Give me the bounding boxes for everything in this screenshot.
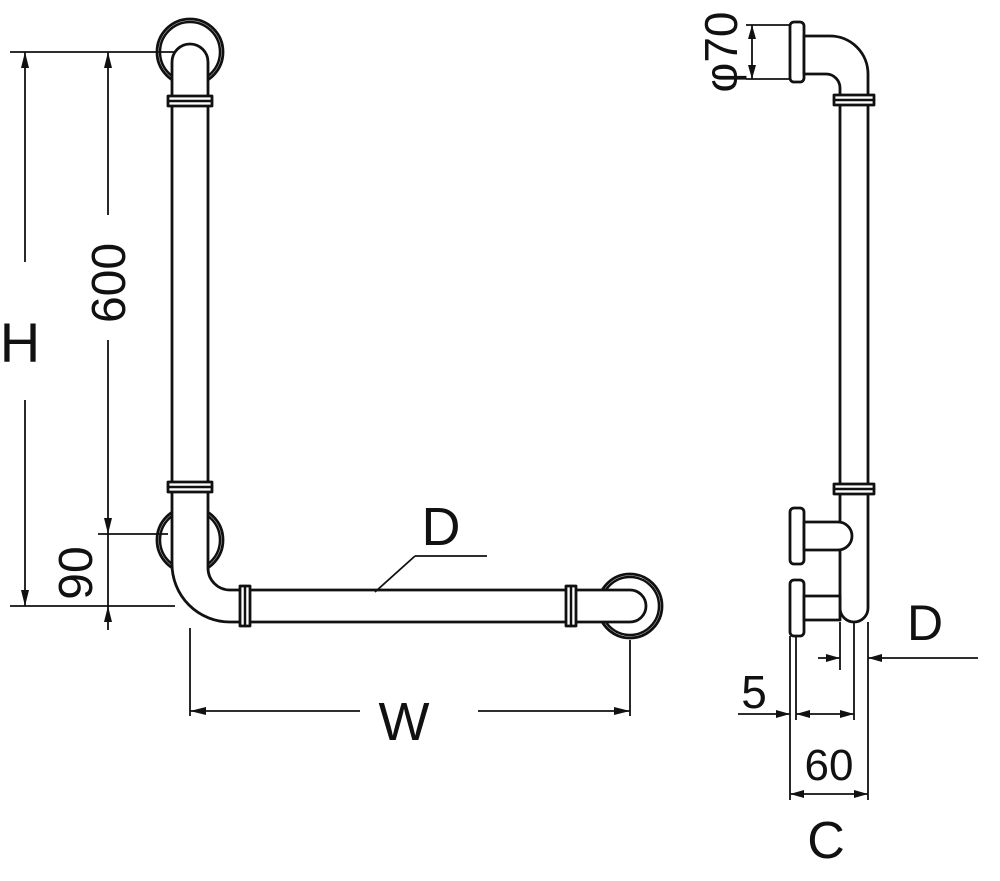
side-view: φ70 D 5 60 C xyxy=(695,12,978,870)
depth-dimensions: 5 60 C xyxy=(738,622,869,870)
front-extension-lines xyxy=(10,51,631,716)
flange-diameter-dimension: φ70 xyxy=(695,12,790,93)
l-shaped-pipe xyxy=(170,42,648,624)
vertical-joint-rings xyxy=(166,94,214,494)
wall-gap-label: 5 xyxy=(741,666,767,718)
diameter-front-label: D xyxy=(422,497,461,557)
width-label: W xyxy=(379,692,430,752)
width-dimension: W xyxy=(190,692,630,752)
front-view: H 600 90 W D xyxy=(0,17,664,752)
side-wall-plates xyxy=(788,20,806,638)
diameter-leader-front: D xyxy=(374,497,487,593)
projection-label: 60 xyxy=(805,741,854,790)
height-label: H xyxy=(0,311,40,374)
diameter-side-label: D xyxy=(907,595,943,651)
horizontal-joint-rings xyxy=(238,584,578,628)
depth-label: C xyxy=(807,812,845,870)
side-stubs xyxy=(802,520,854,622)
bottom-offset-label: 90 xyxy=(50,546,103,599)
bottom-offset-dimension: 90 xyxy=(50,534,112,630)
vertical-length-dimension: 600 xyxy=(83,52,136,534)
height-dimension: H xyxy=(0,52,40,606)
side-joint-rings xyxy=(832,93,876,496)
side-diameter-dimension: D xyxy=(818,595,978,670)
side-pipe xyxy=(802,34,870,624)
flange-diameter-label: φ70 xyxy=(695,12,747,93)
vertical-length-label: 600 xyxy=(83,243,136,323)
